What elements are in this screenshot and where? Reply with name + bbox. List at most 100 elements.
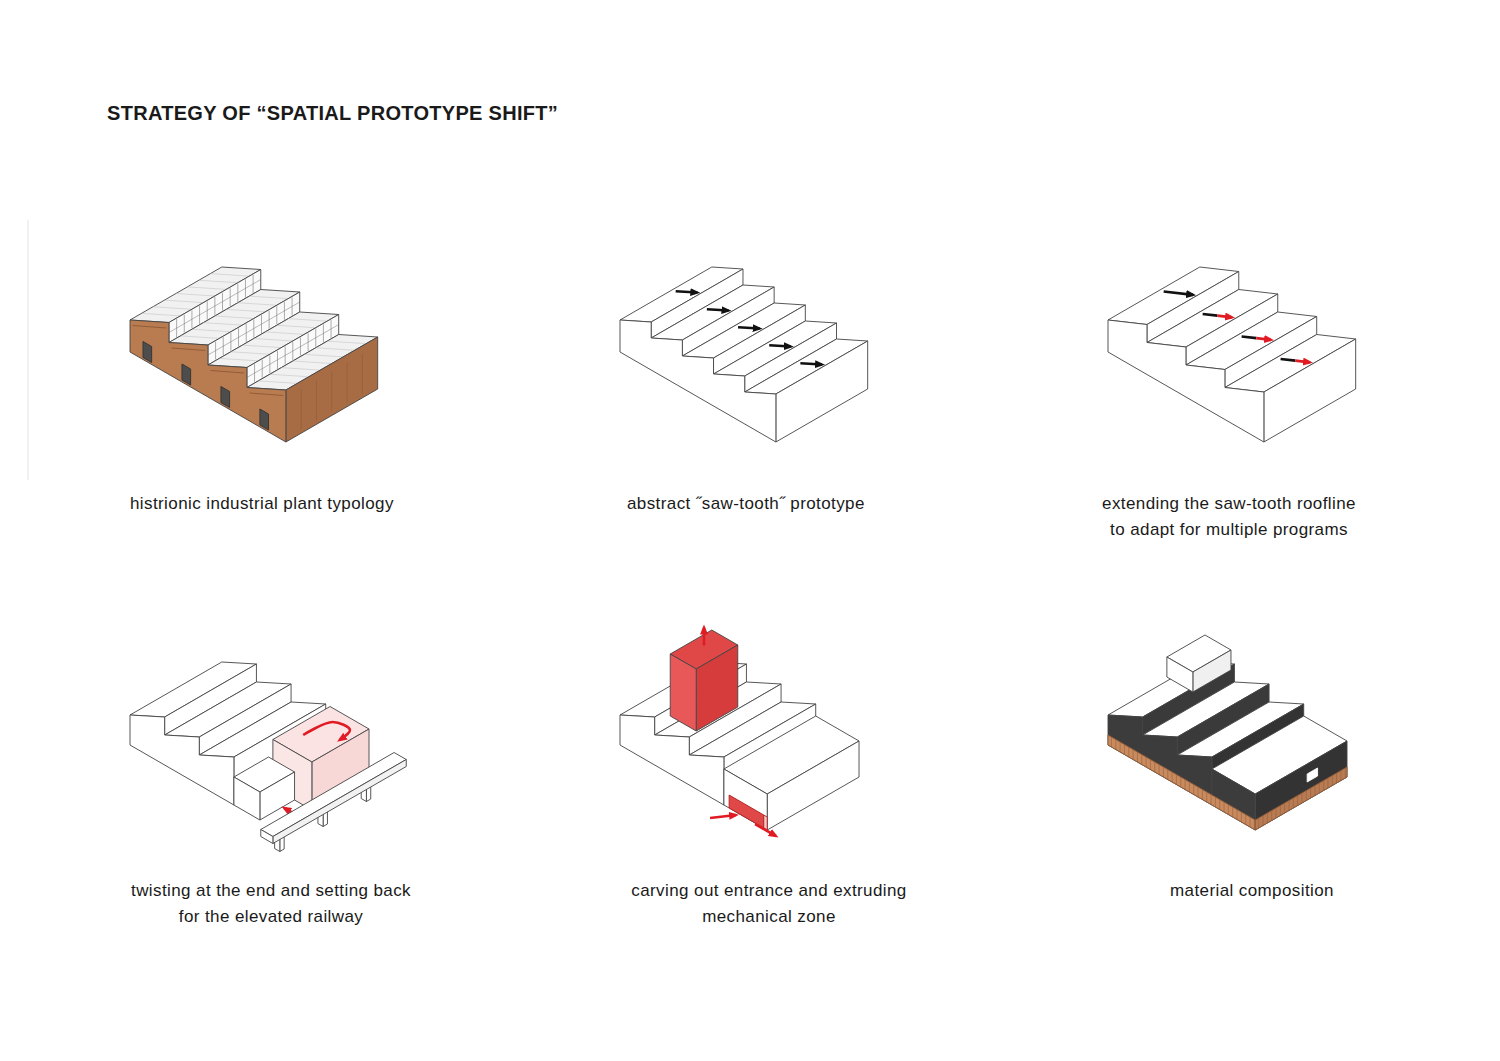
brick-joint — [1224, 802, 1225, 812]
diagram-title: STRATEGY OF “SPATIAL PROTOTYPE SHIFT” — [107, 102, 558, 125]
brick-joint — [1232, 807, 1233, 817]
signage — [1307, 768, 1317, 782]
brick-joint — [1237, 810, 1238, 820]
brick-joint — [1301, 793, 1302, 803]
roof-rib — [164, 300, 203, 303]
door — [221, 387, 230, 408]
figure-caption: twisting at the end and setting back for… — [129, 878, 413, 930]
roof-rib — [215, 316, 254, 319]
brick-joint — [1180, 777, 1181, 787]
roof-rib — [180, 336, 219, 339]
roof-rib — [316, 348, 355, 351]
direction-arrow — [769, 345, 791, 346]
roof-rib — [226, 309, 265, 312]
brick-joint — [1141, 755, 1142, 765]
brick-cornice — [133, 326, 167, 329]
brick-joint — [1163, 767, 1164, 777]
material-figure — [1108, 635, 1347, 830]
mechanical-zone — [696, 645, 738, 731]
roof-rib — [254, 339, 293, 342]
brick-joint — [1280, 806, 1281, 816]
front-wall — [620, 715, 724, 805]
brick-joint — [1263, 816, 1264, 826]
roof-rib — [153, 307, 192, 310]
direction-arrow — [707, 309, 729, 310]
roof-rib — [219, 358, 258, 361]
rooftop-unit — [1167, 657, 1193, 692]
roof-rib — [176, 294, 215, 297]
brick-base — [1108, 735, 1255, 830]
brick-joint — [1345, 768, 1346, 778]
historic-plant-figure — [130, 267, 378, 442]
figure-caption: histrionic industrial plant typology — [130, 491, 394, 517]
brick-joint — [1332, 776, 1333, 786]
brick-joint — [1172, 772, 1173, 782]
entrance-mechanical-figure — [620, 628, 859, 837]
front-wall — [130, 320, 286, 442]
brick-joint — [1154, 762, 1155, 772]
carved-entrance — [729, 795, 764, 828]
brick-joint — [1245, 815, 1246, 825]
brick-joint — [1176, 775, 1177, 785]
brick-joint — [1115, 740, 1116, 750]
roof-rib — [288, 319, 327, 322]
extended-roofline-figure — [1108, 267, 1356, 442]
roof-rib — [141, 313, 180, 316]
brick-joint — [1219, 800, 1220, 810]
roof-rib — [304, 354, 343, 357]
roof-rib — [238, 303, 277, 306]
brick-joint — [1189, 782, 1190, 792]
brick-joint — [1297, 796, 1298, 806]
end-wall — [1264, 339, 1356, 442]
roof-rib — [199, 280, 238, 283]
brick-base — [1255, 767, 1347, 830]
roof-rib — [277, 325, 316, 328]
carved-entrance — [764, 815, 767, 830]
brick-joint — [1198, 787, 1199, 797]
brick-joint — [1319, 783, 1320, 793]
rooftop-unit — [1193, 650, 1231, 692]
direction-arrow — [1256, 338, 1271, 340]
brick-joint — [1228, 805, 1229, 815]
elevated-railway — [261, 830, 273, 844]
direction-arrow — [1281, 359, 1296, 361]
brick-joint — [1254, 820, 1255, 830]
margin-rule — [28, 220, 29, 480]
roof-rib — [281, 368, 320, 371]
elevated-railway — [273, 760, 406, 844]
brick-cornice — [211, 371, 245, 374]
brick-cornice — [250, 393, 284, 396]
pilaster-line — [331, 372, 332, 412]
brick-joint — [1314, 786, 1315, 796]
brick-joint — [1137, 752, 1138, 762]
direction-arrow — [800, 363, 822, 364]
brick-joint — [1267, 813, 1268, 823]
door — [182, 364, 191, 385]
roof-rib — [258, 381, 297, 384]
figure-caption: abstract ˝saw-tooth˝ prototype — [627, 491, 865, 517]
brick-joint — [1133, 750, 1134, 760]
end-wall — [776, 341, 868, 442]
roof-rib — [270, 374, 309, 377]
brick-joint — [1159, 765, 1160, 775]
front-wall — [130, 715, 234, 805]
brick-joint — [1258, 818, 1259, 828]
direction-arrow — [755, 824, 776, 836]
setback-volume — [234, 777, 260, 820]
roof-rib — [187, 287, 226, 290]
brick-joint — [1340, 771, 1341, 781]
brick-joint — [1185, 780, 1186, 790]
brick-cornice — [172, 348, 206, 351]
figure-caption: carving out entrance and extruding mecha… — [629, 878, 909, 930]
door — [260, 409, 269, 430]
front-wall — [1108, 320, 1264, 442]
end-volume — [724, 769, 767, 830]
roof-rib — [265, 332, 304, 335]
brick-joint — [1124, 745, 1125, 755]
direction-arrow — [1203, 314, 1218, 316]
brick-joint — [1276, 808, 1277, 818]
brick-joint — [1120, 742, 1121, 752]
figure-caption: extending the saw-tooth roofline to adap… — [1100, 491, 1358, 543]
direction-arrow — [1164, 291, 1193, 294]
brick-joint — [1250, 817, 1251, 827]
